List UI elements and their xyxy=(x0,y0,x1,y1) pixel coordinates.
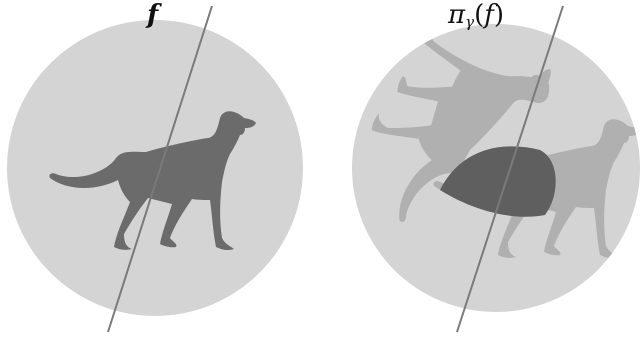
label-open-paren: ( xyxy=(474,0,484,30)
label-f-arg: f xyxy=(484,0,494,30)
label-close-paren: ) xyxy=(494,0,504,30)
label-pi-gamma-f: πγ(f) xyxy=(448,2,504,30)
panel-projected xyxy=(337,6,640,332)
label-gamma-subscript: γ xyxy=(465,13,474,31)
label-f: f xyxy=(147,2,158,28)
label-pi-symbol: π xyxy=(448,0,465,30)
panel-original xyxy=(7,6,303,332)
